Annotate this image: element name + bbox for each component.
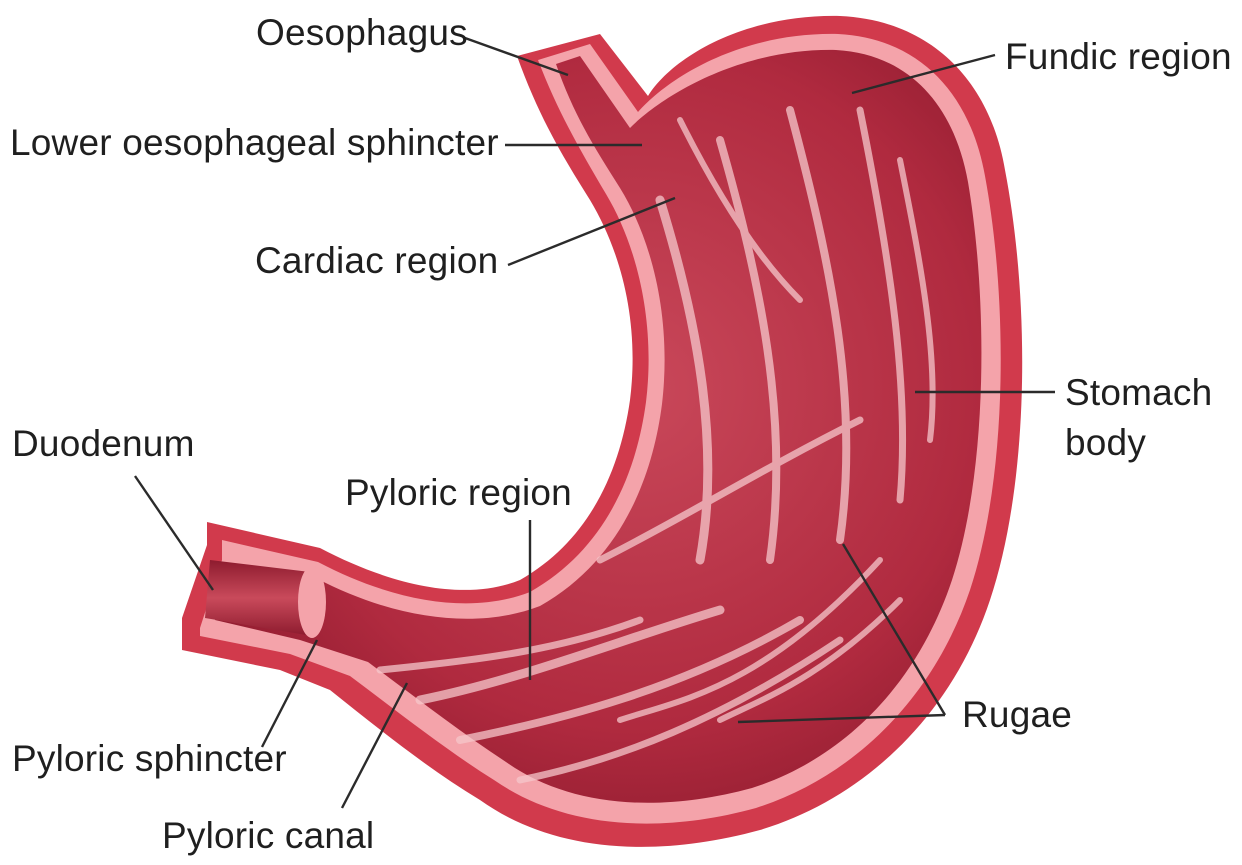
label-duodenum: Duodenum (12, 423, 195, 464)
label-cardiac-region: Cardiac region (255, 240, 498, 281)
label-pyloric-sphincter: Pyloric sphincter (12, 738, 287, 779)
leader-duodenum (135, 476, 213, 590)
label-lower-oesophageal-sphincter: Lower oesophageal sphincter (10, 122, 499, 163)
pyloric-sphincter-ring (298, 566, 326, 638)
label-pyloric-region: Pyloric region (345, 472, 572, 513)
label-stomach-body-line2: body (1065, 422, 1146, 463)
label-pyloric-canal: Pyloric canal (162, 815, 374, 856)
label-fundic-region: Fundic region (1005, 36, 1232, 77)
label-stomach-body-line1: Stomach (1065, 372, 1212, 413)
label-oesophagus: Oesophagus (256, 12, 468, 53)
label-rugae: Rugae (962, 694, 1072, 735)
